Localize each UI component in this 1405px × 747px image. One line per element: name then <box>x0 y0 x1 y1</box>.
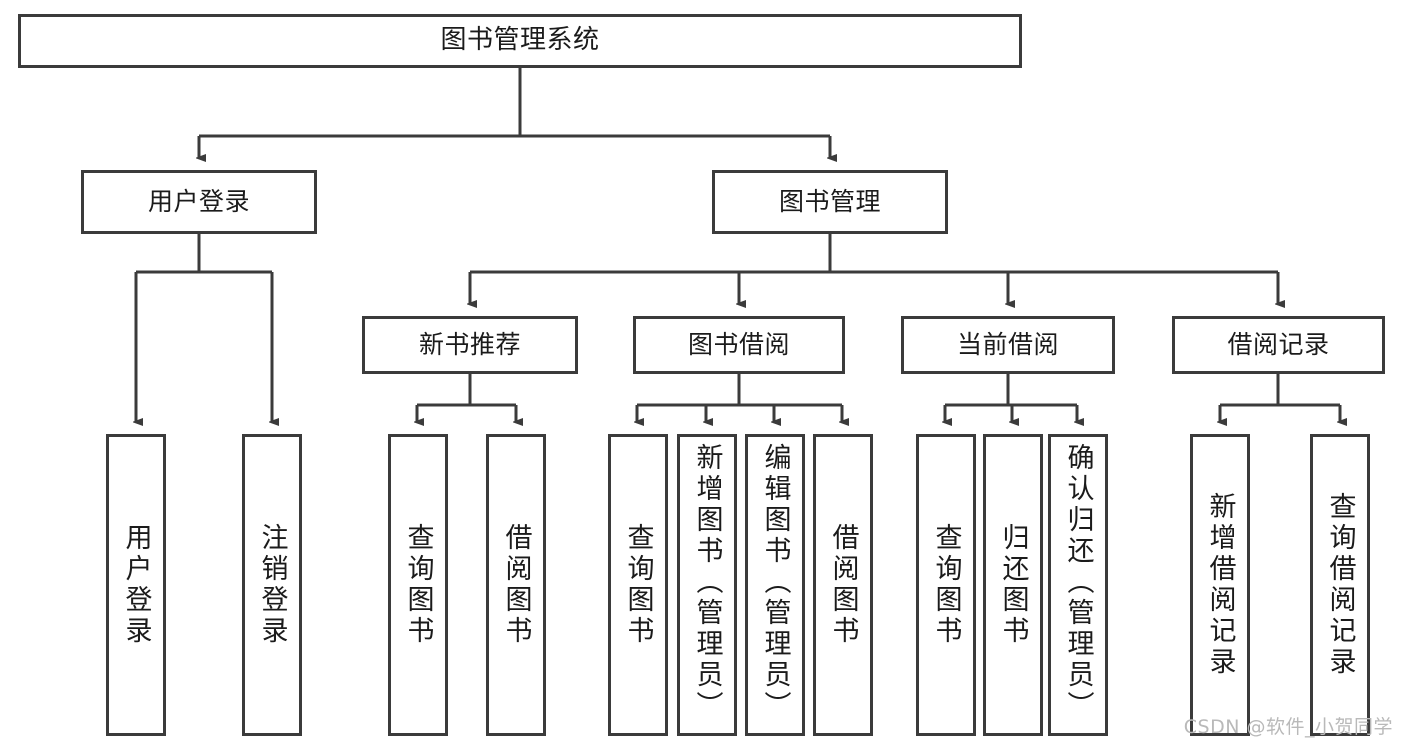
node-label: 图书借阅 <box>687 330 790 359</box>
node-label: 查询图书 <box>402 523 434 647</box>
node-borrow-record[interactable]: 借阅记录 <box>1172 316 1385 374</box>
node-book-borrow[interactable]: 图书借阅 <box>633 316 845 374</box>
node-label: 查询借阅记录 <box>1324 492 1356 678</box>
node-label: 图书管理系统 <box>440 25 600 56</box>
node-label: 查询图书 <box>930 523 962 647</box>
node-label: 借阅图书 <box>827 523 859 647</box>
node-label: 新增借阅记录 <box>1204 492 1236 678</box>
leaf-query-book-recommend[interactable]: 查询图书 <box>388 434 448 736</box>
leaf-query-book-current[interactable]: 查询图书 <box>916 434 976 736</box>
node-label: 当前借阅 <box>956 330 1059 359</box>
node-user-login[interactable]: 用户登录 <box>81 170 317 234</box>
node-label: 编辑图书（管理员） <box>759 443 791 722</box>
leaf-query-book-borrow[interactable]: 查询图书 <box>608 434 668 736</box>
node-label: 借阅图书 <box>500 523 532 647</box>
node-root-system[interactable]: 图书管理系统 <box>18 14 1022 68</box>
leaf-logout[interactable]: 注销登录 <box>242 434 302 736</box>
csdn-watermark: CSDN @软件_小贺同学 <box>1183 716 1393 738</box>
leaf-add-borrow-record[interactable]: 新增借阅记录 <box>1190 434 1250 736</box>
node-label: 查询图书 <box>622 523 654 647</box>
node-current-borrow[interactable]: 当前借阅 <box>901 316 1115 374</box>
node-label: 用户登录 <box>147 187 250 216</box>
node-label: 图书管理 <box>778 187 881 216</box>
node-label: 注销登录 <box>256 523 288 647</box>
leaf-confirm-return-admin[interactable]: 确认归还（管理员） <box>1048 434 1108 736</box>
node-label: 新书推荐 <box>418 330 521 359</box>
node-label: 用户登录 <box>120 523 152 647</box>
node-label: 确认归还（管理员） <box>1062 443 1094 722</box>
leaf-query-borrow-record[interactable]: 查询借阅记录 <box>1310 434 1370 736</box>
node-label: 新增图书（管理员） <box>691 443 723 722</box>
node-new-book-recommend[interactable]: 新书推荐 <box>362 316 578 374</box>
node-book-management[interactable]: 图书管理 <box>712 170 948 234</box>
leaf-return-book[interactable]: 归还图书 <box>983 434 1043 736</box>
node-label: 借阅记录 <box>1227 330 1330 359</box>
leaf-borrow-book-recommend[interactable]: 借阅图书 <box>486 434 546 736</box>
leaf-edit-book-admin[interactable]: 编辑图书（管理员） <box>745 434 805 736</box>
leaf-user-login[interactable]: 用户登录 <box>106 434 166 736</box>
node-label: 归还图书 <box>997 523 1029 647</box>
leaf-add-book-admin[interactable]: 新增图书（管理员） <box>677 434 737 736</box>
leaf-borrow-book[interactable]: 借阅图书 <box>813 434 873 736</box>
